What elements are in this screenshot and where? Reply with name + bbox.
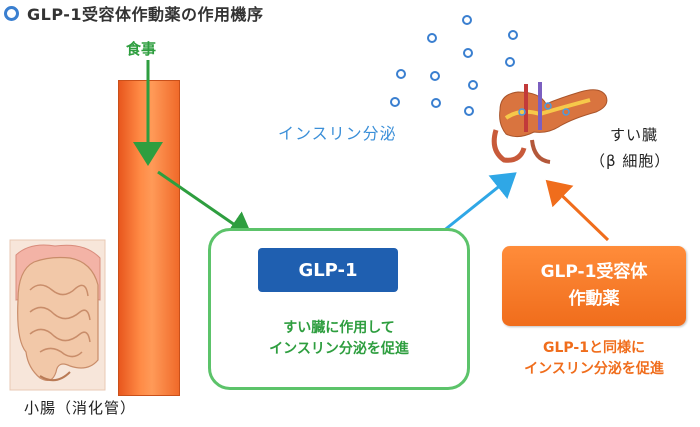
pancreas-icon [491,82,608,164]
glp1-badge: GLP-1 [258,248,398,292]
glp1-description: すい臓に作用して インスリン分泌を促進 [216,318,462,360]
agonist-line2: 作動薬 [568,289,620,309]
pancreas-label: すい臓 [610,126,659,144]
circle-bullet-icon [4,5,19,21]
glp1-agonist-box: GLP-1受容体 作動薬 [502,246,686,326]
agonist-line1: GLP-1受容体 [540,262,648,282]
page-title: GLP-1受容体作動薬の作用機序 [27,5,264,24]
insulin-secretion-label: インスリン分泌 [278,124,397,143]
agonist-desc-line1: GLP-1と同様に [543,340,645,356]
agonist-desc-line2: インスリン分泌を促進 [524,361,664,377]
agonist-arrow [545,179,610,242]
intestine-icon [9,239,106,391]
agonist-description: GLP-1と同様に インスリン分泌を促進 [492,338,696,380]
glp1-box [208,228,470,390]
insulin-dots [390,15,518,116]
intestine-label: 小腸（消化管） [24,399,137,417]
glp1-secretion-arrow [157,170,253,238]
beta-cell-label: （β 細胞） [590,152,671,170]
glp1-desc-line1: すい臓に作用して [283,320,395,336]
food-label: 食事 [126,40,157,58]
glp1-desc-line2: インスリン分泌を促進 [269,341,409,357]
title-row: GLP-1受容体作動薬の作用機序 [4,2,264,24]
